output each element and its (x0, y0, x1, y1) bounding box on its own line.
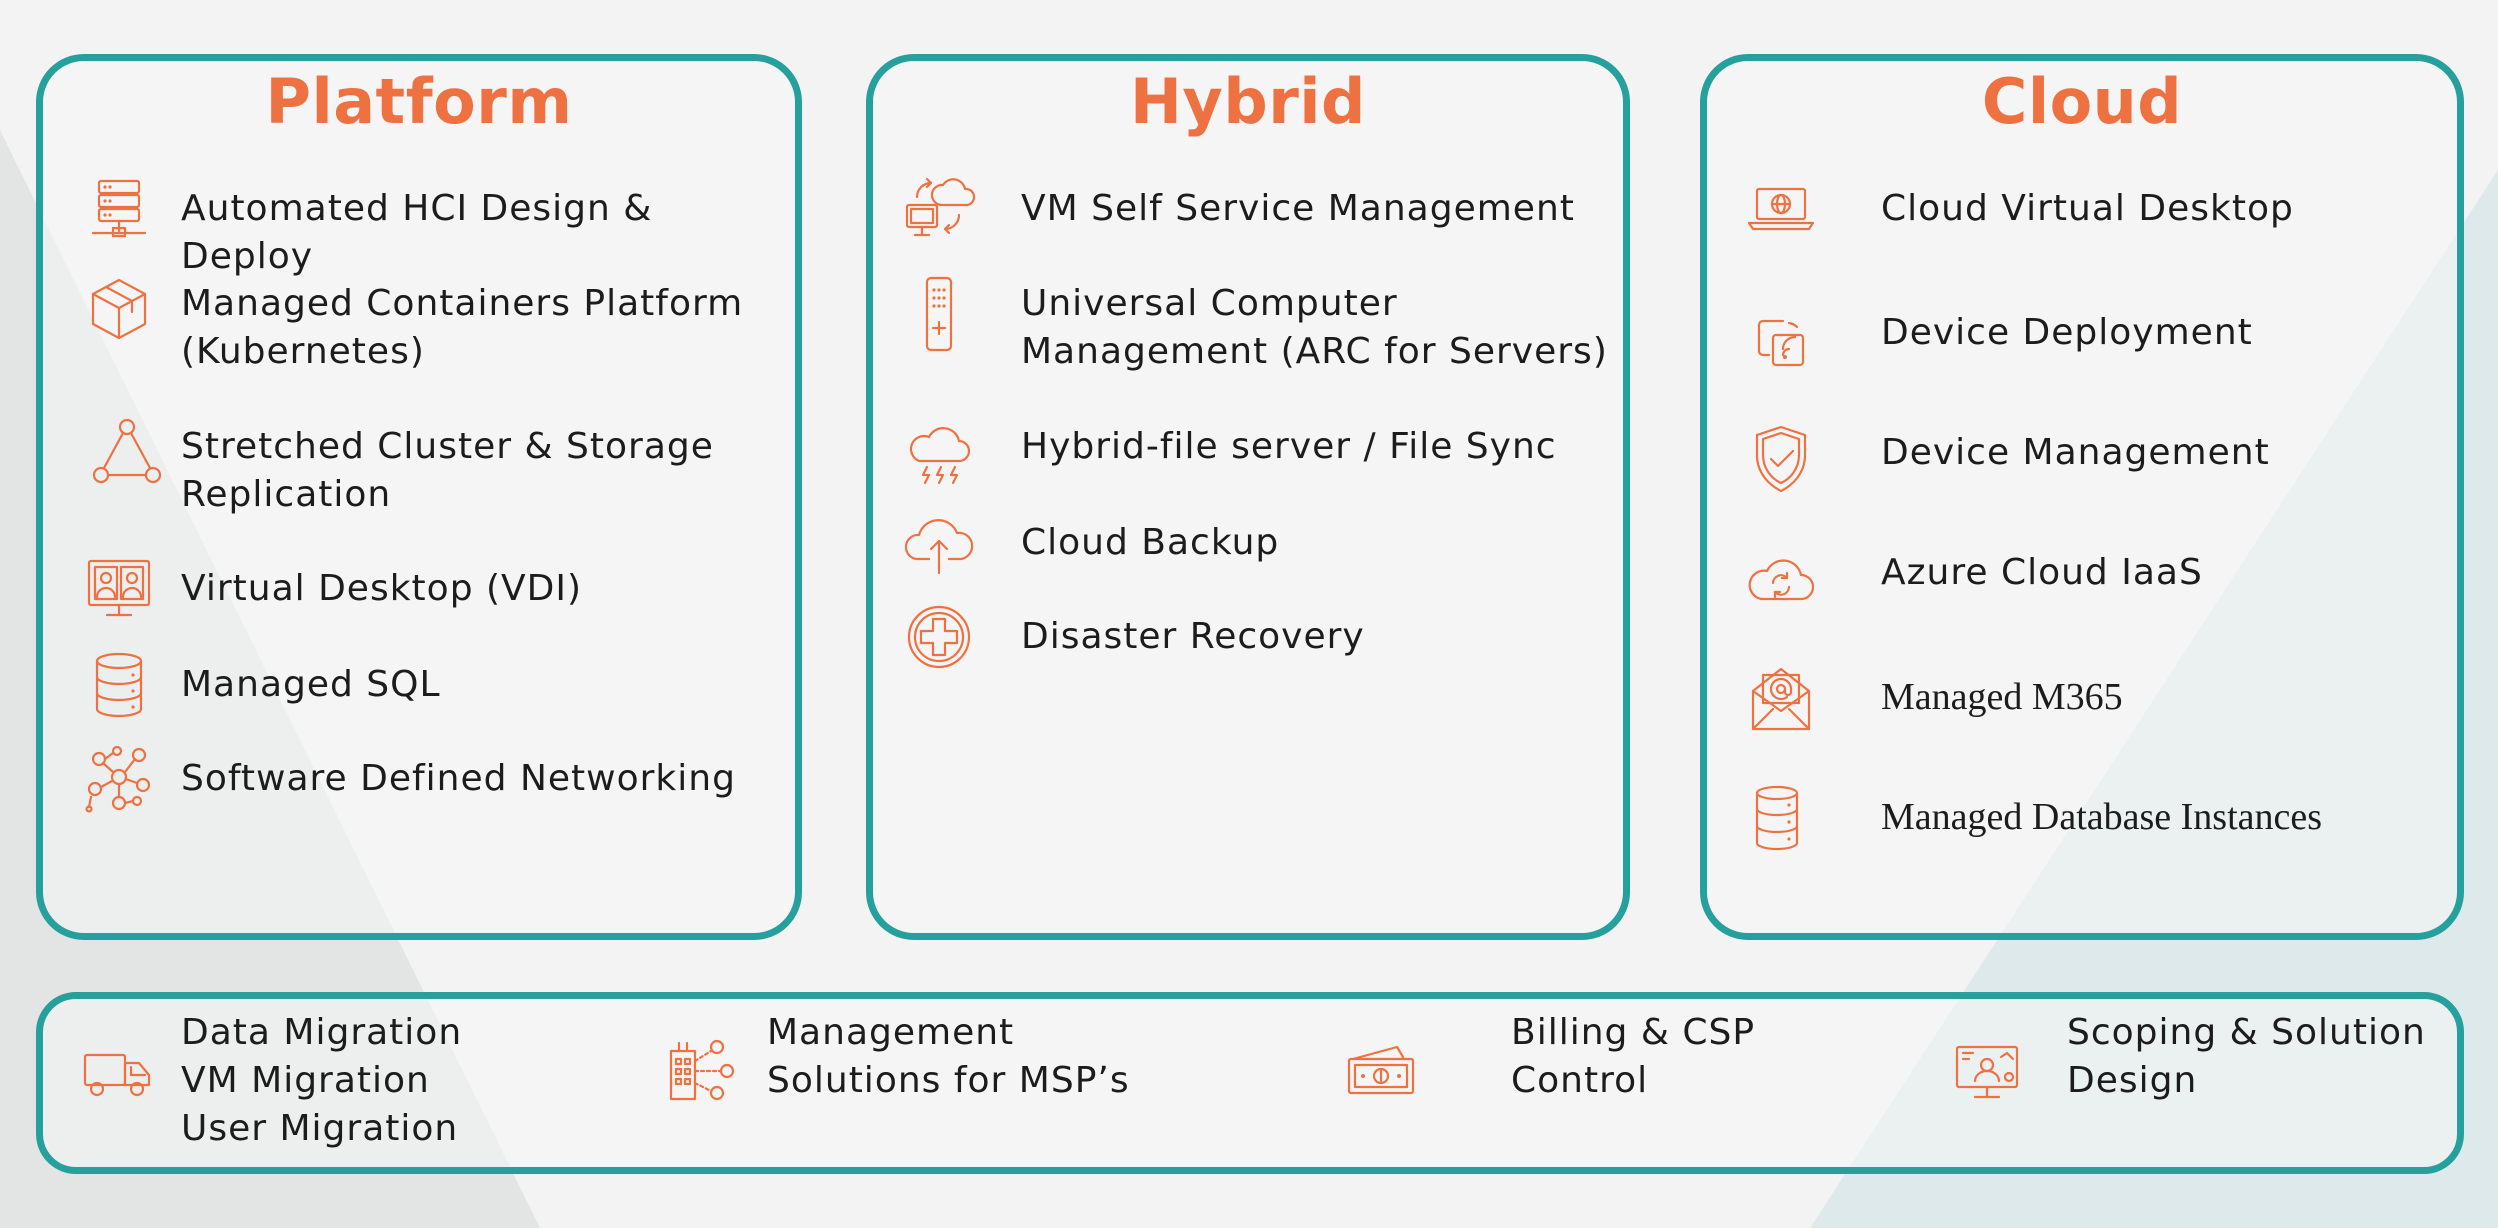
server-rack-icon (81, 171, 157, 247)
services-bar: Data Migration VM Migration User Migrati… (36, 992, 2464, 1174)
platform-item-label: Managed SQL (181, 664, 441, 705)
bottom-item-label: Billing & CSP Control (1511, 1012, 1756, 1101)
laptop-globe-icon (1743, 171, 1819, 247)
cloud-item-label: Managed M365 (1881, 676, 2123, 718)
platform-item-label: Stretched Cluster & Storage Replication (181, 426, 714, 515)
platform-item-label: Automated HCI Design & Deploy (181, 188, 653, 277)
platform-item-label: Managed Containers Platform (Kubernetes) (181, 283, 744, 372)
network-nodes-icon (81, 741, 157, 817)
presentation-screen-icon (1951, 1033, 2027, 1109)
envelope-at-icon (1743, 661, 1819, 737)
bottom-item-label: Scoping & Solution Design (2067, 1012, 2426, 1101)
hybrid-item-label: Disaster Recovery (1021, 616, 1365, 657)
database-stack-icon (1743, 781, 1819, 857)
cloud-refresh-icon (1743, 541, 1819, 617)
cloud-item-label: Managed Database Instances (1881, 796, 2323, 838)
database-icon (81, 647, 157, 723)
cloud-item-label: Device Deployment (1881, 312, 2253, 353)
hybrid-item-label: Universal Computer Management (ARC for S… (1021, 283, 1608, 372)
storm-cloud-icon (901, 415, 977, 491)
platform-title: Platform (265, 65, 573, 138)
cloud-upload-icon (901, 505, 977, 581)
monitor-users-icon (81, 551, 157, 627)
shield-check-icon (1743, 421, 1819, 497)
cloud-item-label: Cloud Virtual Desktop (1881, 188, 2294, 229)
platform-panel: Platform Automated HCI Design & Deploy M… (36, 54, 802, 940)
hybrid-item-label: Cloud Backup (1021, 522, 1280, 563)
device-wireless-icon (1743, 301, 1819, 377)
triangle-cluster-icon (89, 415, 165, 491)
building-users-icon (663, 1033, 739, 1109)
hybrid-title: Hybrid (1130, 65, 1366, 138)
bottom-item-label: Data Migration VM Migration User Migrati… (181, 1012, 463, 1149)
cloud-panel: Cloud Cloud Virtual Desktop Device Deplo… (1700, 54, 2464, 940)
bottom-item-label: Management Solutions for MSP’s (767, 1012, 1130, 1101)
hybrid-panel: Hybrid VM Self Service Management Univer… (866, 54, 1630, 940)
hybrid-item-label: VM Self Service Management (1021, 188, 1575, 229)
medical-cross-icon (901, 599, 977, 675)
platform-item-label: Software Defined Networking (181, 758, 736, 799)
platform-item-label: Virtual Desktop (VDI) (181, 568, 583, 609)
container-box-icon (81, 272, 157, 348)
cloud-title: Cloud (1981, 65, 2183, 138)
banknotes-icon (1343, 1033, 1419, 1109)
cloud-item-label: Azure Cloud IaaS (1881, 552, 2203, 593)
delivery-truck-icon (81, 1033, 157, 1109)
hybrid-item-label: Hybrid-file server / File Sync (1021, 426, 1557, 467)
cloud-computer-sync-icon (901, 171, 977, 247)
cloud-item-label: Device Management (1881, 432, 2270, 473)
remote-control-icon (901, 276, 977, 352)
